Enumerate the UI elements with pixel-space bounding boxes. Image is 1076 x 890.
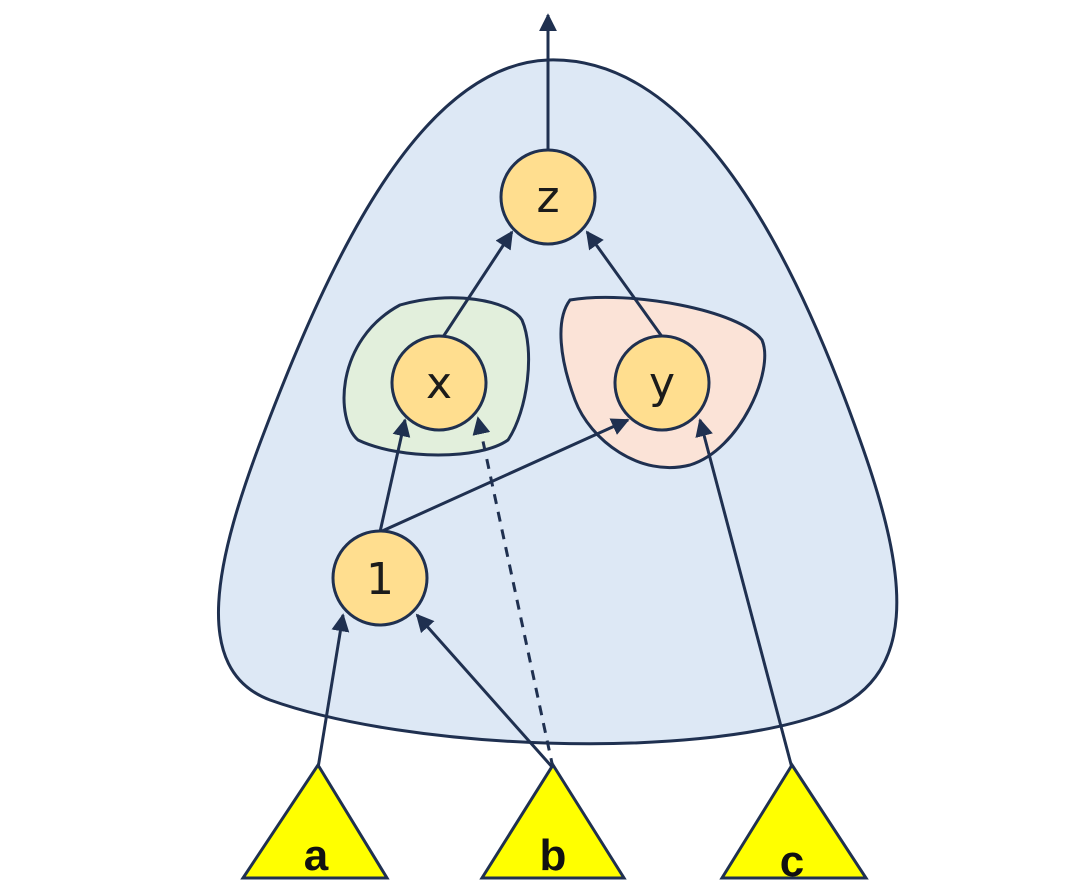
leaf-c: c: [719, 762, 869, 886]
node-y: y: [613, 334, 711, 432]
node-one-label: 1: [366, 554, 394, 605]
leaf-a: a: [240, 762, 390, 880]
node-x: x: [390, 334, 488, 432]
edge-y-z: [585, 230, 665, 339]
leaf-b: b: [479, 762, 627, 880]
edge-b-x-dashed: [472, 416, 555, 769]
edge-x-z: [439, 230, 514, 341]
edge-one-y: [379, 418, 630, 534]
node-y-label: y: [649, 358, 675, 409]
edge-one-x: [378, 418, 411, 533]
node-one: 1: [331, 529, 429, 627]
leaf-b-label: b: [540, 831, 567, 880]
node-z: z: [499, 148, 597, 246]
edge-a-one: [316, 613, 350, 769]
edge-b-one: [415, 613, 555, 769]
edge-c-y: [695, 418, 794, 769]
leaf-c-label: c: [780, 837, 804, 886]
leaf-a-label: a: [304, 831, 329, 880]
node-z-label: z: [536, 172, 559, 223]
node-x-label: x: [426, 358, 452, 409]
